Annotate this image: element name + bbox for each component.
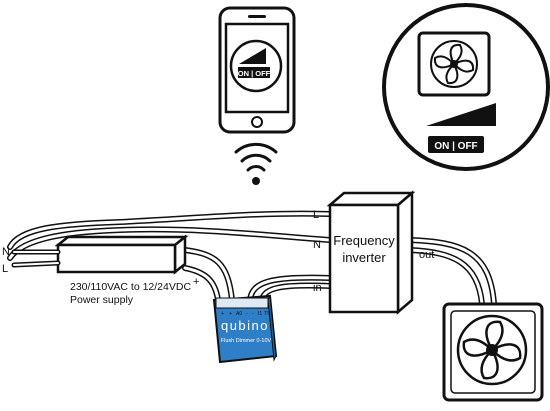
inverter-label-line2: inverter bbox=[342, 250, 386, 265]
supply-minus-label: - bbox=[190, 243, 194, 255]
qubino-dimmer-module: qubino Flush Dimmer 0-10V bbox=[212, 294, 278, 364]
module-terminal: + bbox=[221, 311, 224, 317]
module-brand: qubino bbox=[221, 318, 269, 333]
supply-plus-label: + bbox=[193, 276, 199, 288]
module-terminal: I1 bbox=[258, 311, 262, 317]
frequency-inverter bbox=[326, 190, 416, 315]
fan-icon bbox=[442, 302, 544, 402]
badge-toggle-label: ON | OFF bbox=[434, 141, 477, 152]
badge-toggle-switch[interactable] bbox=[428, 136, 484, 153]
phone-toggle-label[interactable]: ON | OFF bbox=[238, 69, 271, 78]
module-terminal-labels: + + A0 - - I1 TS bbox=[221, 311, 271, 317]
supply-label-line1: 230/110VAC to 12/24VDC bbox=[70, 281, 191, 293]
phone-dimmer-control: ON | OFF bbox=[229, 39, 283, 93]
module-terminal: TS bbox=[264, 311, 271, 317]
supply-input-wires bbox=[11, 249, 61, 268]
module-terminal: - bbox=[246, 311, 248, 317]
fan-icon bbox=[417, 31, 491, 97]
power-supply bbox=[54, 234, 189, 275]
supply-input-n-label: N bbox=[2, 246, 10, 258]
wifi-icon bbox=[234, 142, 278, 185]
inverter-terminal-l: L bbox=[313, 209, 319, 221]
fan-control-badge: ON | OFF bbox=[382, 3, 550, 171]
cable-supply-to-module bbox=[182, 247, 235, 303]
module-model: Flush Dimmer 0-10V bbox=[221, 338, 272, 344]
dimmer-ramp-icon bbox=[426, 103, 496, 126]
supply-label-line2: Power supply bbox=[70, 294, 134, 306]
cable-mains-to-inverter bbox=[7, 210, 333, 261]
inverter-terminal-out: out bbox=[419, 249, 434, 261]
cable-inverter-to-fan bbox=[407, 237, 497, 307]
inverter-terminal-n: N bbox=[313, 239, 321, 251]
module-terminal: - bbox=[252, 311, 254, 317]
inverter-label-line1: Frequency bbox=[333, 233, 395, 248]
supply-input-l-label: L bbox=[2, 263, 8, 275]
module-terminal: A0 bbox=[236, 311, 242, 317]
dimmer-ramp-icon bbox=[239, 48, 266, 64]
module-terminal: + bbox=[229, 311, 232, 317]
inverter-terminal-in: in bbox=[313, 282, 322, 294]
